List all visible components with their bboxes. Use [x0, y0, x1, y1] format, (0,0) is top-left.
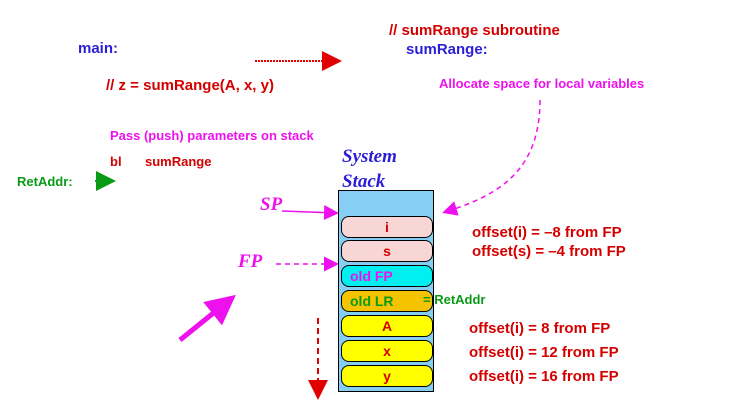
- stack-title-line1: System: [342, 146, 397, 167]
- stack-slot-y: y: [341, 365, 433, 387]
- sp-arrow: [281, 205, 339, 221]
- main-label: main:: [78, 40, 119, 57]
- bl-instruction: bl: [110, 154, 122, 169]
- stack-slot-a: A: [341, 315, 433, 337]
- alloc-note: Allocate space for local variables: [439, 76, 645, 91]
- stack-slot-i: i: [341, 216, 433, 238]
- system-stack: i s old FP old LR A x y: [338, 190, 434, 392]
- sp-label: SP: [260, 194, 283, 215]
- bl-target: sumRange: [145, 154, 212, 169]
- stack-slot-old-fp: old FP: [341, 265, 433, 287]
- stack-slot-s: s: [341, 240, 433, 262]
- offset-x-label: offset(i) = 12 from FP: [469, 344, 619, 361]
- stack-slot-old-lr: old LR: [341, 290, 433, 312]
- offset-s-label: offset(s) = –4 from FP: [472, 243, 626, 260]
- offset-a-label: offset(i) = 8 from FP: [469, 320, 611, 337]
- lr-equals-retaddr: = RetAddr: [423, 292, 486, 307]
- retaddr-label: RetAddr:: [17, 174, 73, 189]
- offset-y-label: offset(i) = 16 from FP: [469, 368, 619, 385]
- fp-label: FP: [238, 251, 263, 272]
- push-note: Pass (push) parameters on stack: [110, 128, 314, 143]
- fp-big-arrow: [178, 294, 236, 342]
- stack-title-line2: Stack: [342, 171, 386, 192]
- sub-label: sumRange:: [406, 41, 488, 58]
- call-comment: // z = sumRange(A, x, y): [106, 77, 274, 94]
- offset-i-label: offset(i) = –8 from FP: [472, 224, 622, 241]
- stack-slot-x: x: [341, 340, 433, 362]
- sub-comment: // sumRange subroutine: [389, 22, 560, 39]
- alloc-arrow: [442, 99, 541, 216]
